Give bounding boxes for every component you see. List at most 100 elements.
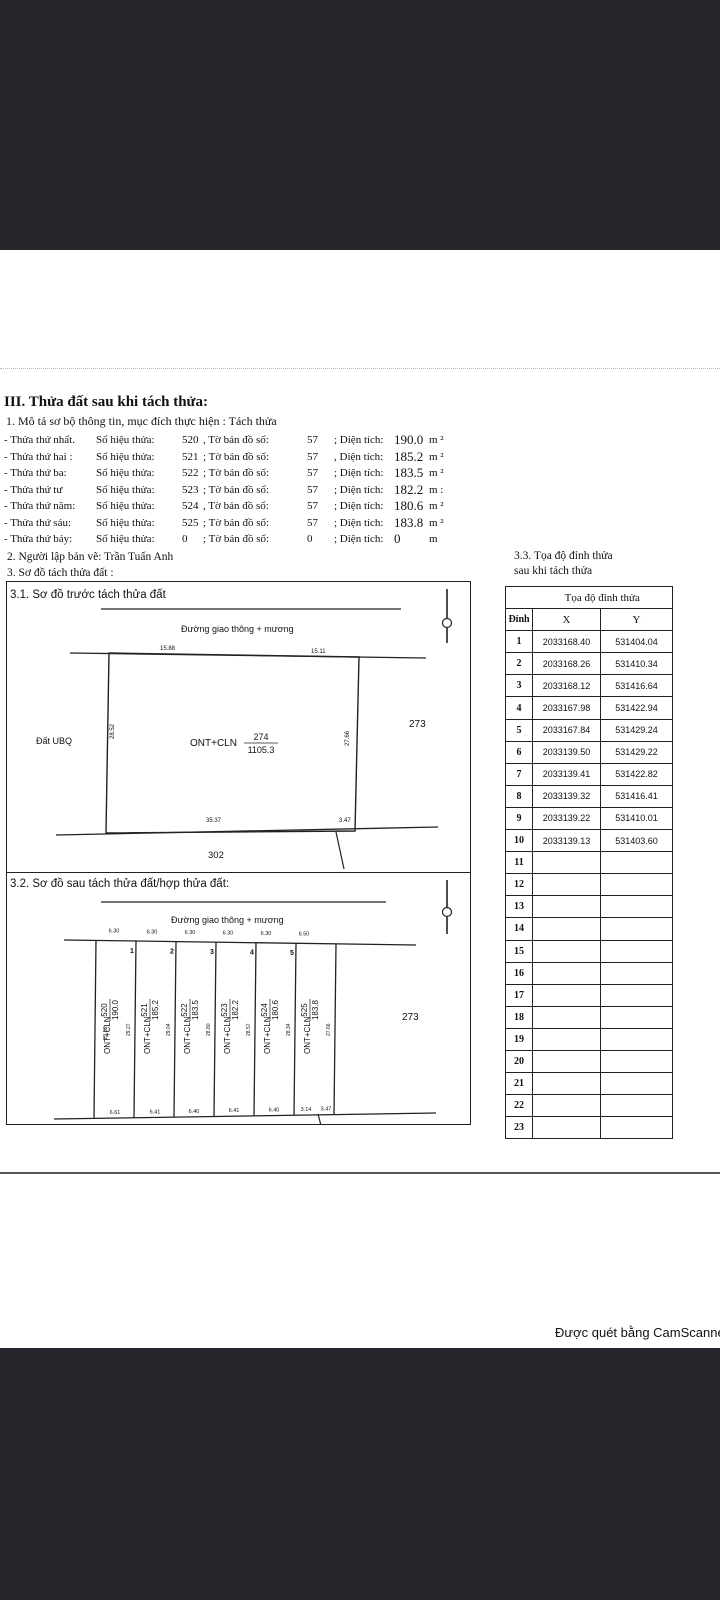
plot-unit: m ²: [429, 434, 444, 446]
cell-y: 531410.01: [600, 806, 673, 831]
cell-x: [532, 983, 601, 1007]
parcel-boundary: [213, 942, 217, 1117]
parcel-number: 521: [140, 1003, 149, 1017]
cell-x: 2033139.41: [532, 762, 601, 786]
bottom-width: 6.41: [229, 1108, 240, 1114]
neighbor-right: 273: [409, 719, 426, 730]
table-row: 16: [505, 961, 673, 985]
diagram-frame: [6, 581, 471, 1125]
top-dark-band: [0, 0, 720, 250]
plot-area: 183.8: [394, 514, 424, 530]
parcel-use-code: ONT+CLN: [303, 1016, 312, 1054]
plot-ordinal: - Thửa thứ hai :: [4, 450, 73, 463]
neighbor-left: Đất UBQ: [36, 736, 72, 746]
parcel-boundary: [293, 943, 297, 1116]
plot-number: 520: [182, 434, 199, 446]
table-row: 15: [505, 939, 673, 963]
plot-number-label: Số hiệu thửa:: [96, 434, 155, 446]
parcel-area: 185.2: [151, 999, 160, 1020]
parcel-area: 183.5: [191, 999, 200, 1020]
cell-x: 2033139.13: [532, 829, 601, 853]
plot-sheet-label: ; Tờ bản đồ số:: [203, 483, 270, 496]
parcel-use-code: ONT+CLN: [103, 1016, 112, 1054]
diagram-divider: [6, 872, 471, 873]
diagram-after-title: 3.2. Sơ đồ sau tách thửa đất/hợp thửa đấ…: [10, 878, 229, 890]
cell-x: 2033168.12: [532, 674, 601, 698]
cell-stt: 2: [505, 652, 533, 676]
parcel-length: 29.27: [126, 1023, 132, 1036]
plot-ordinal: - Thửa thứ năm:: [4, 500, 76, 512]
vertex-label: 3: [210, 949, 214, 956]
cell-y: 531403.60: [600, 829, 673, 853]
parcel-number: 274: [253, 732, 268, 742]
table-row: 17: [505, 983, 673, 1007]
table-row: 18: [505, 1005, 673, 1029]
col-x: X: [532, 608, 601, 632]
cell-y: [600, 873, 673, 897]
cell-y: [600, 917, 673, 941]
coord-caption-1: 3.3. Tọa độ đỉnh thửa: [514, 550, 613, 562]
top-width: 6.30: [261, 931, 272, 937]
svg-text:28.52: 28.52: [110, 723, 116, 739]
svg-text:29.52: 29.52: [103, 1026, 109, 1040]
cell-x: [532, 1027, 601, 1051]
cell-x: [532, 1072, 601, 1096]
cell-y: 531410.34: [600, 652, 673, 676]
cell-stt: 6: [505, 740, 533, 764]
table-row: 12: [505, 873, 673, 897]
coord-caption-2: sau khi tách thửa: [514, 565, 593, 577]
cell-stt: 7: [505, 762, 533, 786]
plot-number-label: Số hiệu thửa:: [96, 533, 155, 545]
cell-stt: 18: [505, 1005, 533, 1029]
cell-y: 531416.41: [600, 784, 673, 808]
cell-stt: 20: [505, 1049, 533, 1074]
cell-y: 531422.82: [600, 762, 673, 786]
svg-text:3.47: 3.47: [339, 818, 351, 824]
cell-stt: 14: [505, 917, 533, 941]
plot-area: 185.2: [394, 448, 424, 464]
table-row: 22: [505, 1094, 673, 1118]
bottom-width: 6.41: [150, 1109, 161, 1115]
table-row: 21: [505, 1072, 673, 1096]
cell-stt: 21: [505, 1072, 533, 1096]
cell-stt: 10: [505, 829, 533, 853]
cell-stt: 8: [505, 784, 533, 808]
plot-number-label: Số hiệu thửa:: [96, 450, 155, 463]
bottom-width: 6.61: [110, 1110, 121, 1116]
cell-stt: 1: [505, 630, 533, 654]
vertex-label: 4: [250, 950, 254, 957]
plot-sheet: 57: [307, 434, 318, 446]
page-bottom-edge: [0, 1172, 720, 1174]
plot-ordinal: - Thửa thứ tư: [4, 483, 63, 496]
diagram-before: 3.1. Sơ đồ trước tách thửa đất Đường gia…: [10, 589, 453, 870]
cell-stt: 15: [505, 939, 533, 963]
bottom-width: 6.40: [189, 1109, 200, 1115]
cell-y: [600, 939, 673, 963]
parcel-use-code: ONT+CLN: [263, 1016, 272, 1054]
bottom-width: 3.47: [321, 1107, 332, 1113]
parcel-number: 520: [100, 1003, 109, 1017]
cell-x: [532, 1094, 601, 1118]
plot-unit: m ²: [429, 516, 444, 529]
cell-x: [532, 873, 601, 897]
plot-number-label: Số hiệu thửa:: [96, 500, 155, 512]
cell-stt: 12: [505, 873, 533, 897]
top-width: 6.30: [147, 929, 158, 935]
cell-y: [600, 895, 673, 919]
parcel-use-code: ONT+CLN: [223, 1016, 232, 1054]
cell-y: [600, 1116, 673, 1140]
col-y: Y: [600, 608, 673, 632]
plot-number: 0: [182, 533, 188, 545]
cell-stt: 16: [505, 961, 533, 985]
cell-y: [600, 1072, 673, 1096]
parcel-length: 28.80: [206, 1023, 212, 1036]
